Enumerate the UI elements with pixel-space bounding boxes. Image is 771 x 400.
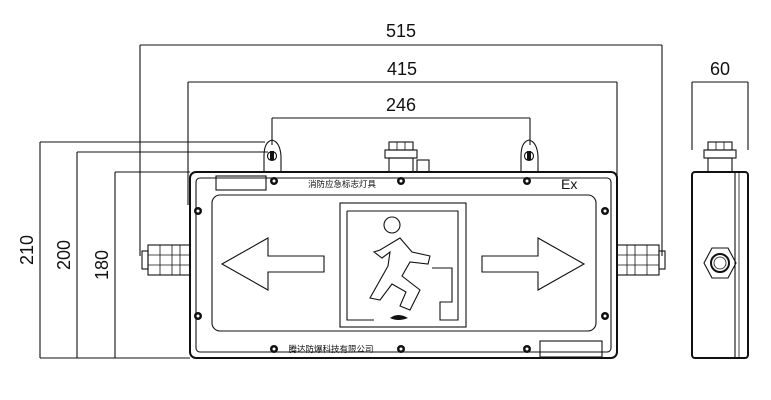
screw	[194, 207, 202, 215]
top-nameplate	[215, 175, 267, 191]
right-cable-gland	[616, 244, 666, 276]
running-man-exit-icon	[339, 202, 467, 328]
housing-outer	[189, 171, 618, 359]
left-cable-gland	[141, 244, 191, 276]
screw	[194, 312, 202, 320]
left-arrow-icon	[220, 237, 325, 291]
screw	[523, 345, 531, 353]
dimension-200-label: 200	[54, 240, 74, 270]
right-arrow-icon	[481, 237, 586, 291]
dimension-415: 415	[187, 59, 618, 205]
dimension-60: 60	[691, 59, 749, 150]
screw	[601, 312, 609, 320]
dimension-200: 200	[54, 151, 268, 358]
mounting-ear-left	[263, 139, 282, 172]
screw	[523, 177, 531, 185]
screw	[601, 207, 609, 215]
top-cable-gland	[384, 141, 430, 173]
dimension-246-label: 246	[386, 95, 416, 115]
housing-screws	[194, 177, 609, 353]
dimension-180: 180	[92, 171, 190, 358]
bottom-label: 腾达防爆科技有限公司	[288, 344, 373, 355]
dimension-210-label: 210	[17, 235, 37, 265]
side-top-gland	[703, 141, 737, 173]
dimension-60-label: 60	[710, 59, 730, 79]
screw	[270, 177, 278, 185]
dimension-415-label: 415	[387, 59, 417, 79]
front-view: 消防应急标志灯具 腾达防爆科技有限公司 Ex	[141, 139, 666, 359]
screw	[270, 345, 278, 353]
screw	[397, 345, 405, 353]
sign-window	[211, 194, 597, 332]
dimension-180-label: 180	[92, 250, 112, 280]
dimension-515-label: 515	[386, 21, 416, 41]
mounting-ear-right	[520, 139, 539, 172]
top-label: 消防应急标志灯具	[308, 179, 377, 190]
dimension-246: 246	[271, 95, 531, 145]
side-cable-entry	[703, 247, 737, 279]
dimension-515: 515	[139, 21, 663, 256]
side-view	[691, 141, 749, 359]
bottom-nameplate	[539, 340, 603, 358]
screw	[397, 177, 405, 185]
housing-inner	[195, 177, 612, 353]
ex-mark: Ex	[561, 176, 577, 192]
